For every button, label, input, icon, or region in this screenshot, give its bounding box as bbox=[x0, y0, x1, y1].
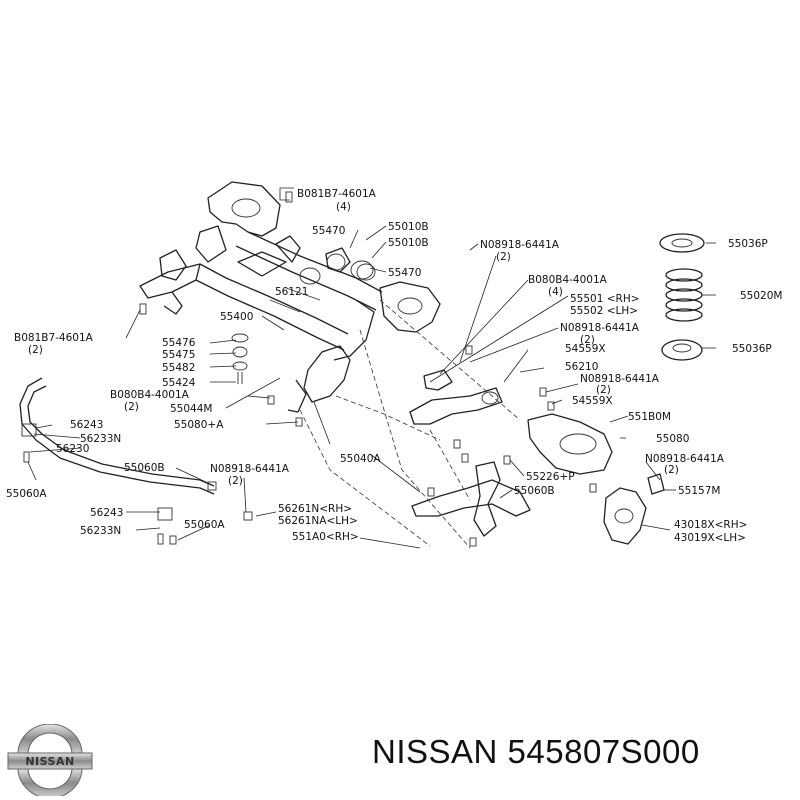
callout-label: B081B7-4601A bbox=[14, 332, 94, 344]
callout-label: N08918-6441A bbox=[210, 463, 290, 475]
leader-lines bbox=[27, 187, 716, 549]
stabilizer-bar bbox=[19, 377, 215, 545]
nissan-logo: NISSAN bbox=[6, 723, 94, 799]
callout-label: 56243 bbox=[90, 507, 123, 519]
callout-label: 54559X bbox=[572, 395, 613, 407]
callout-label: (2) bbox=[496, 251, 511, 263]
callout-label: (2) bbox=[664, 464, 679, 476]
callout-label: 551A0<RH> bbox=[292, 531, 359, 543]
upper-link bbox=[409, 369, 503, 425]
callout-label: 55482 bbox=[162, 362, 195, 374]
callout-label: 56243 bbox=[70, 419, 103, 431]
callout-label: 56261NA<LH> bbox=[278, 515, 358, 527]
callout-label: 43018X<RH> bbox=[674, 519, 747, 531]
callout-label: 55080+A bbox=[174, 419, 224, 431]
callout-label: 55475 bbox=[162, 349, 195, 361]
callout-label: 55044M bbox=[170, 403, 212, 415]
callout-label: 43019X<LH> bbox=[674, 532, 746, 544]
callout-label: 55501 <RH> bbox=[570, 293, 640, 305]
callout-labels: B081B7-4601A (4) 55470 55010B 55010B N08… bbox=[6, 188, 782, 544]
callout-label: B080B4-4001A bbox=[528, 274, 608, 286]
rear-subframe bbox=[139, 181, 441, 413]
callout-label: 55424 bbox=[162, 377, 196, 389]
callout-label: 55010B bbox=[388, 237, 429, 249]
callout-label: 56210 bbox=[565, 361, 598, 373]
callout-label: 56233N bbox=[80, 433, 121, 445]
callout-label: 55470 bbox=[388, 267, 421, 279]
callout-label: N08918-6441A bbox=[480, 239, 560, 251]
axle-knuckle bbox=[603, 487, 647, 545]
callout-label: 55226+P bbox=[526, 471, 575, 483]
callout-label: (2) bbox=[596, 384, 611, 396]
callout-label: N08918-6441A bbox=[560, 322, 640, 334]
callout-label: 55400 bbox=[220, 311, 253, 323]
callout-label: B080B4-4001A bbox=[110, 389, 190, 401]
callout-label: 55157M bbox=[678, 485, 720, 497]
callout-label: 56121 bbox=[275, 286, 308, 298]
callout-label: 56261N<RH> bbox=[278, 503, 352, 515]
callout-label: 56233N bbox=[80, 525, 121, 537]
callout-label: 56230 bbox=[56, 443, 89, 455]
callout-label: 55060A bbox=[184, 519, 225, 531]
callout-label: N08918-6441A bbox=[580, 373, 660, 385]
part-number-title: NISSAN 545807S000 bbox=[372, 733, 700, 770]
callout-label: 55036P bbox=[728, 238, 768, 250]
reference-lines bbox=[299, 299, 521, 549]
callout-label: (2) bbox=[228, 475, 243, 487]
callout-label: 55036P bbox=[732, 343, 772, 355]
callout-label: 55010B bbox=[388, 221, 429, 233]
callout-label: B081B7-4601A bbox=[297, 188, 377, 200]
callout-label: (4) bbox=[336, 201, 351, 213]
callout-label: 551B0M bbox=[628, 411, 671, 423]
callout-label: 55060A bbox=[6, 488, 47, 500]
callout-label: (4) bbox=[548, 286, 563, 298]
logo-wordmark: NISSAN bbox=[25, 755, 74, 768]
callout-label: (2) bbox=[580, 334, 595, 346]
callout-label: N08918-6441A bbox=[645, 453, 725, 465]
callout-label: (2) bbox=[28, 344, 43, 356]
callout-label: 55060B bbox=[514, 485, 555, 497]
callout-label: (2) bbox=[124, 401, 139, 413]
callout-label: 55502 <LH> bbox=[570, 305, 638, 317]
parts-diagram: B081B7-4601A (4) 55470 55010B 55010B N08… bbox=[6, 181, 782, 549]
coil-spring-assembly bbox=[659, 233, 705, 361]
callout-label: 55020M bbox=[740, 290, 782, 302]
callout-label: 55040A bbox=[340, 453, 381, 465]
callout-label: 55080 bbox=[656, 433, 689, 445]
callout-label: 55476 bbox=[162, 337, 196, 349]
callout-label: 54559X bbox=[565, 343, 606, 355]
callout-label: 55470 bbox=[312, 225, 345, 237]
callout-label: 55060B bbox=[124, 462, 165, 474]
lower-link bbox=[411, 461, 531, 537]
